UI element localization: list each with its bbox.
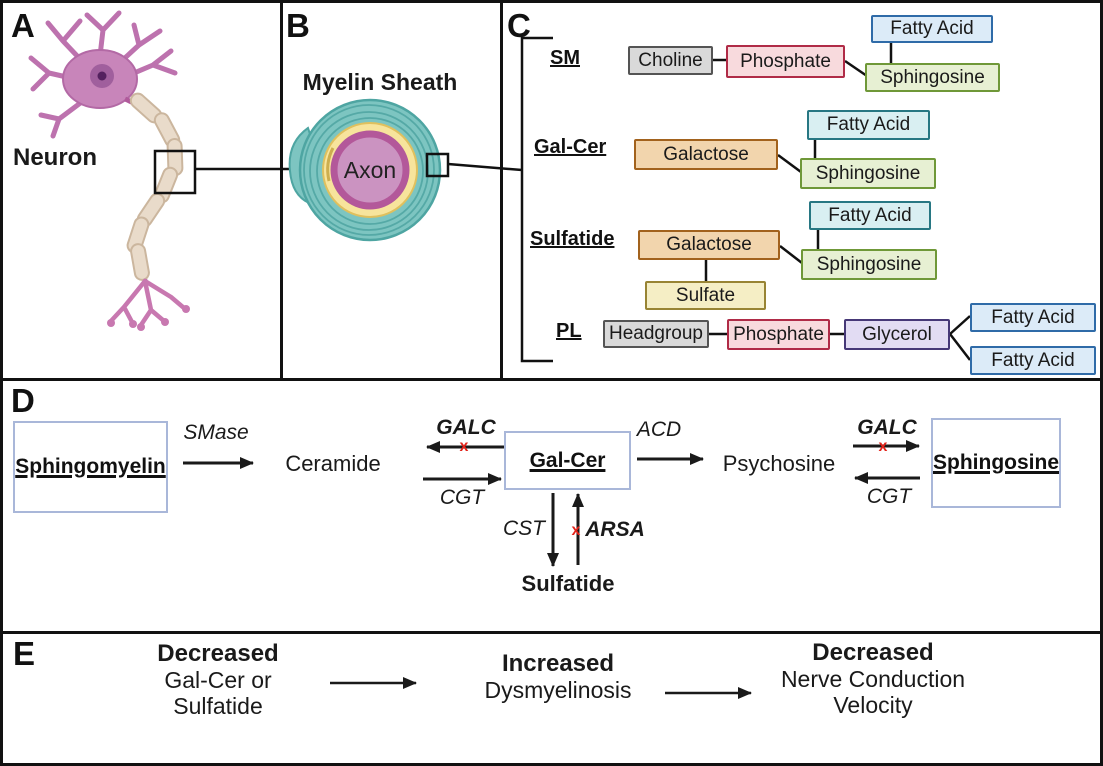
box-headgroup: Headgroup [603, 320, 709, 348]
neuron-illustration [28, 10, 190, 331]
box-sphingosine-sulfatide: Sphingosine [801, 249, 937, 280]
box-phosphate-sm: Phosphate [726, 45, 845, 78]
enzyme-cgt-left: CGT [439, 486, 485, 509]
group-label-sm: SM [550, 47, 580, 69]
bracket-panel-c [520, 36, 553, 363]
group-label-sulfatide: Sulfatide [530, 228, 615, 250]
flow-step-2-emphasis: Increased [501, 650, 615, 677]
panel-label-e: E [13, 635, 36, 672]
zoom-box-axon-segment [153, 149, 197, 195]
group-label-pl: PL [556, 320, 582, 342]
neuron-caption: Neuron [13, 144, 97, 171]
box-galactose-galcer: Galactose [634, 139, 778, 170]
divider-c-d [3, 378, 1100, 381]
flow-step-3-line-1: Nerve Conduction [780, 666, 966, 692]
flow-step-2-line-1: Dysmyelinosis [484, 677, 632, 703]
panel-label-a: A [11, 7, 35, 44]
box-fatty-acid-pl-2: Fatty Acid [970, 346, 1096, 375]
node-gal-cer: Gal-Cer [504, 431, 631, 490]
box-sphingosine-galcer: Sphingosine [800, 158, 936, 189]
enzyme-cgt-right: CGT [866, 485, 912, 508]
flow-step-1-emphasis: Decreased [157, 640, 279, 667]
enzyme-acd: ACD [636, 418, 682, 441]
flow-step-1: Decreased Gal-Cer or Sulfatide [123, 640, 313, 720]
flow-step-1-line-2: Sulfatide [173, 693, 263, 719]
box-choline: Choline [628, 46, 713, 75]
flow-arrows [330, 677, 752, 699]
flow-step-2: Increased Dysmyelinosis [458, 650, 658, 704]
enzyme-smase: SMase [183, 421, 249, 444]
axon-label: Axon [343, 157, 397, 183]
box-fatty-acid-pl-1: Fatty Acid [970, 303, 1096, 332]
group-label-gal-cer: Gal-Cer [534, 136, 607, 158]
box-phosphate-pl: Phosphate [727, 319, 830, 350]
zoom-link-line-b-c [447, 162, 523, 172]
blocked-x-icon-arsa: x [571, 522, 581, 539]
box-glycerol: Glycerol [844, 319, 950, 350]
node-ceramide: Ceramide [285, 451, 381, 476]
box-galactose-sulfatide: Galactose [638, 230, 780, 260]
box-sulfate: Sulfate [645, 281, 766, 310]
enzyme-cst: CST [503, 517, 545, 540]
enzyme-arsa: ARSA [585, 518, 645, 541]
divider-b-c [500, 3, 503, 378]
node-sphingosine: Sphingosine [931, 418, 1061, 508]
blocked-x-icon-galc-right: x [878, 438, 888, 455]
blocked-x-icon-galc-left: x [459, 438, 469, 455]
enzyme-galc-left: GALC [436, 416, 496, 439]
figure-artwork [28, 10, 971, 699]
node-sphingosine-label: Sphingosine [933, 451, 1059, 474]
flow-step-1-line-1: Gal-Cer or [164, 667, 272, 693]
node-sphingomyelin: Sphingomyelin [13, 421, 168, 513]
divider-d-e [3, 631, 1100, 634]
flow-step-3-line-2: Velocity [833, 692, 913, 718]
pathway-arrows [183, 440, 920, 567]
panel-label-d: D [11, 382, 35, 419]
myelin-sheath-illustration [288, 98, 442, 242]
divider-a-b [280, 3, 283, 378]
node-psychosine: Psychosine [722, 451, 836, 476]
myelin-sheath-title: Myelin Sheath [302, 69, 458, 95]
box-fatty-acid-galcer: Fatty Acid [807, 110, 930, 140]
box-fatty-acid-sm: Fatty Acid [871, 15, 993, 43]
lipid-bond-lines [704, 43, 971, 361]
flow-step-3: Decreased Nerve Conduction Velocity [758, 639, 988, 719]
box-sphingosine-sm: Sphingosine [865, 63, 1000, 92]
node-sulfatide: Sulfatide [521, 571, 615, 596]
node-sphingomyelin-label: Sphingomyelin [15, 455, 166, 478]
panel-label-b: B [286, 7, 310, 44]
enzyme-galc-right: GALC [857, 416, 917, 439]
panel-label-c: C [507, 7, 531, 44]
node-gal-cer-label: Gal-Cer [529, 448, 606, 472]
flow-step-3-emphasis: Decreased [812, 639, 934, 666]
box-fatty-acid-sulfatide: Fatty Acid [809, 201, 931, 230]
